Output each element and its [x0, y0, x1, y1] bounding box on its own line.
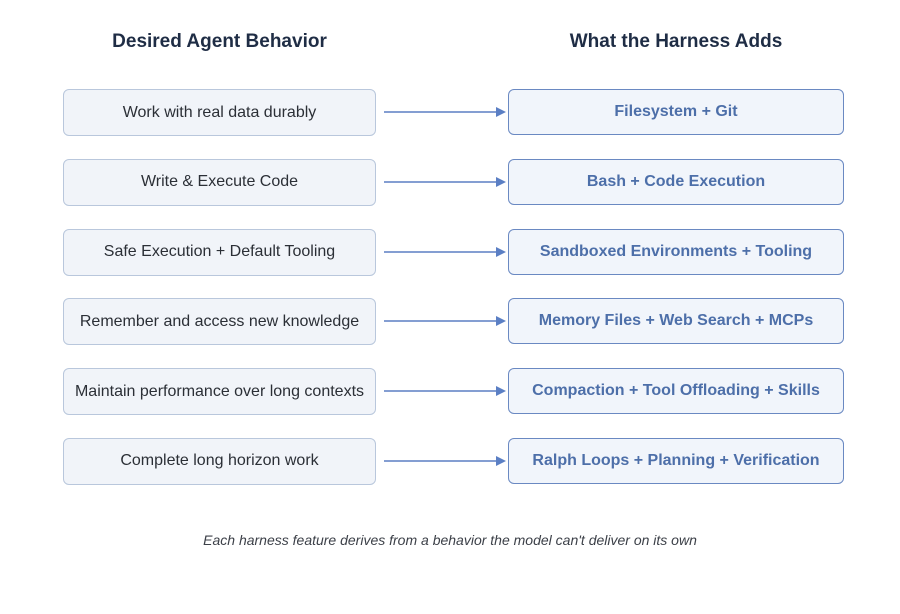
mapping-row: Remember and access new knowledge Memory… [0, 298, 900, 346]
right-column-title: What the Harness Adds [569, 31, 783, 52]
diagram-caption: Each harness feature derives from a beha… [203, 532, 697, 548]
harness-feature-box: Bash + Code Execution [508, 158, 844, 205]
behavior-box: Maintain performance over long contexts [63, 368, 376, 416]
behavior-box: Safe Execution + Default Tooling [63, 228, 376, 276]
harness-feature-box: Sandboxed Environments + Tooling [508, 228, 844, 275]
mapping-row: Work with real data durably Filesystem +… [0, 89, 900, 136]
mapping-row: Safe Execution + Default Tooling Sandbox… [0, 228, 900, 276]
mapping-row: Complete long horizon work Ralph Loops +… [0, 437, 900, 485]
left-column-title: Desired Agent Behavior [112, 31, 327, 52]
arrow-right-icon [384, 455, 506, 466]
mapping-rows: Work with real data durably Filesystem +… [0, 89, 900, 508]
harness-feature-box: Ralph Loops + Planning + Verification [508, 437, 844, 484]
mapping-row: Write & Execute Code Bash + Code Executi… [0, 158, 900, 206]
behavior-box: Remember and access new knowledge [63, 298, 376, 346]
arrow-right-icon [384, 246, 506, 257]
arrow-right-icon [384, 176, 506, 187]
mapping-row: Maintain performance over long contexts … [0, 368, 900, 416]
arrow-right-icon [384, 316, 506, 327]
harness-feature-box: Filesystem + Git [508, 89, 844, 135]
behavior-box: Complete long horizon work [63, 437, 376, 485]
behavior-box: Work with real data durably [63, 89, 376, 136]
harness-feature-box: Compaction + Tool Offloading + Skills [508, 368, 844, 415]
arrow-right-icon [384, 107, 506, 117]
behavior-box: Write & Execute Code [63, 158, 376, 206]
harness-feature-box: Memory Files + Web Search + MCPs [508, 298, 844, 345]
arrow-right-icon [384, 386, 506, 397]
